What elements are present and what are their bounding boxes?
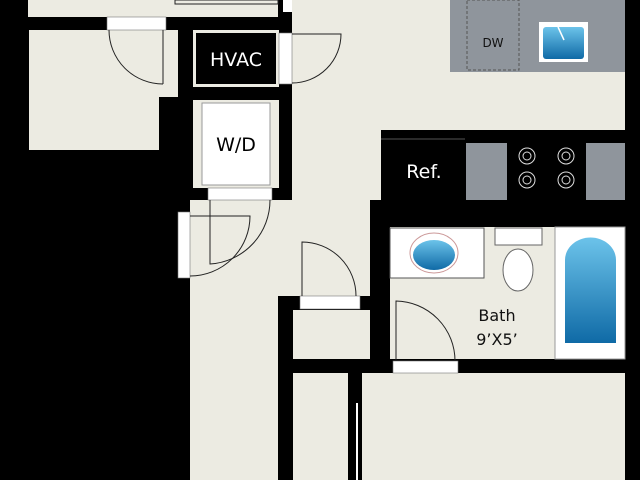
washer-dryer [201, 102, 271, 186]
bedroom-floor [362, 373, 625, 480]
bath-door[interactable] [392, 360, 459, 374]
kitchen-floor [292, 130, 381, 200]
toilet-bowl [502, 248, 534, 292]
door-swing [209, 199, 271, 265]
hallway-lower-floor [190, 296, 278, 480]
door-swing [108, 29, 164, 85]
laundry-door[interactable] [207, 187, 273, 201]
kitchen-counter [450, 0, 625, 72]
door-swing [301, 241, 357, 297]
sink-basin [543, 27, 584, 59]
top-room-fixture [174, 0, 279, 5]
top-room-floor [28, 0, 278, 17]
hvac-label: HVAC [210, 49, 262, 71]
hallway-floor [190, 200, 370, 296]
burners [518, 147, 575, 189]
bath-size-label: 9’X5’ [476, 330, 518, 349]
hvac-door[interactable] [278, 32, 293, 85]
hall-door[interactable] [177, 211, 191, 279]
sliding-door[interactable] [356, 403, 358, 480]
cooktop [507, 142, 586, 200]
sink-basin [413, 240, 455, 270]
tub-basin [565, 237, 616, 343]
door-swing [395, 300, 456, 362]
linen-closet-floor [293, 310, 370, 359]
refrigerator-label: Ref. [406, 161, 441, 183]
dishwasher-label: DW [482, 36, 503, 50]
bath-label: Bath [478, 306, 515, 325]
closet-room-floor [29, 30, 178, 150]
hvac-unit [196, 33, 276, 84]
faucet-icon [557, 26, 565, 41]
refrigerator [381, 130, 466, 200]
closet-door[interactable] [106, 16, 167, 31]
washer-dryer-label: W/D [216, 134, 256, 156]
door-swing [189, 215, 251, 277]
toilet-tank [494, 227, 543, 246]
linen-closet-door[interactable] [299, 295, 361, 310]
top-door[interactable] [283, 0, 293, 12]
dishwasher [466, 0, 520, 71]
closet-floor [293, 373, 348, 480]
door-swing [291, 33, 342, 84]
